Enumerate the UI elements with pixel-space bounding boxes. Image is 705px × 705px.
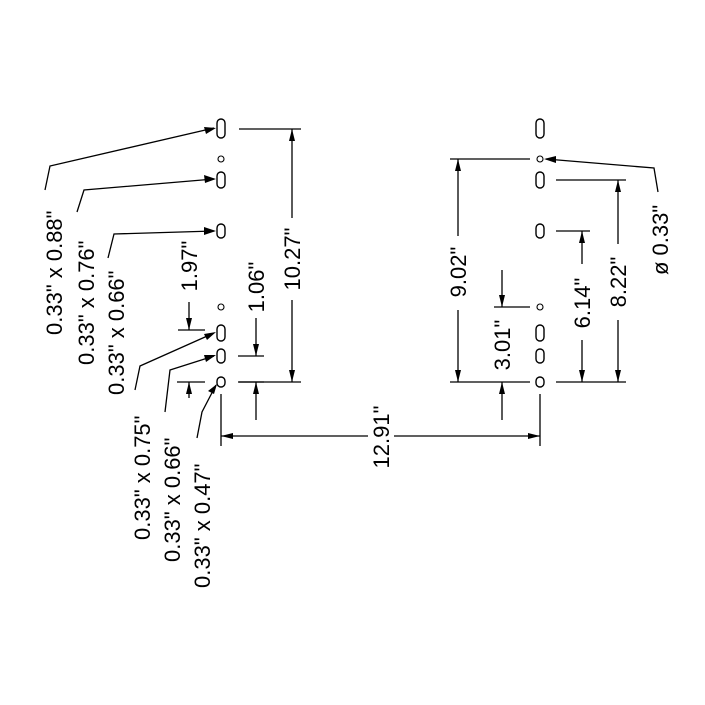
slot-hole [216, 324, 226, 342]
round-hole [536, 155, 544, 163]
dimension-label: 9.02" [446, 247, 471, 298]
dimension-label: 10.27" [280, 228, 305, 291]
slot-hole [535, 376, 545, 388]
dimension-label: 3.01" [490, 320, 515, 371]
width-dimension-label: 12.91" [369, 406, 394, 469]
round-hole [536, 303, 544, 311]
hole-diameter-label: ø 0.33" [648, 205, 673, 275]
slot-size-label: 0.33" x 0.88" [42, 211, 67, 335]
slot-size-label: 0.33" x 0.75" [130, 416, 155, 540]
slot-hole [535, 171, 545, 189]
slot-hole [216, 118, 226, 139]
slot-size-label: 0.33" x 0.66" [104, 271, 129, 395]
right-dimension-lines [450, 156, 659, 420]
slot-leaders [44, 127, 217, 439]
slot-hole [216, 171, 226, 189]
slot-hole [216, 348, 226, 364]
round-hole [217, 303, 225, 311]
dimension-label: 1.97" [177, 241, 202, 292]
slot-hole [535, 118, 545, 139]
slot-hole [535, 348, 545, 364]
slot-hole [535, 223, 545, 239]
width-dimension-lines [220, 394, 541, 446]
round-hole [217, 155, 225, 163]
left-dimension-lines [177, 128, 301, 420]
dimension-label: 6.14" [570, 278, 595, 329]
slot-hole [216, 223, 226, 239]
slot-size-label: 0.33" x 0.76" [74, 241, 99, 365]
dimension-label: 1.06" [244, 262, 269, 313]
slot-hole [216, 376, 226, 388]
slot-size-label: 0.33" x 0.66" [160, 438, 185, 562]
slot-size-label: 0.33" x 0.47" [190, 464, 215, 588]
slot-hole [535, 324, 545, 342]
dimension-label: 8.22" [606, 257, 631, 308]
